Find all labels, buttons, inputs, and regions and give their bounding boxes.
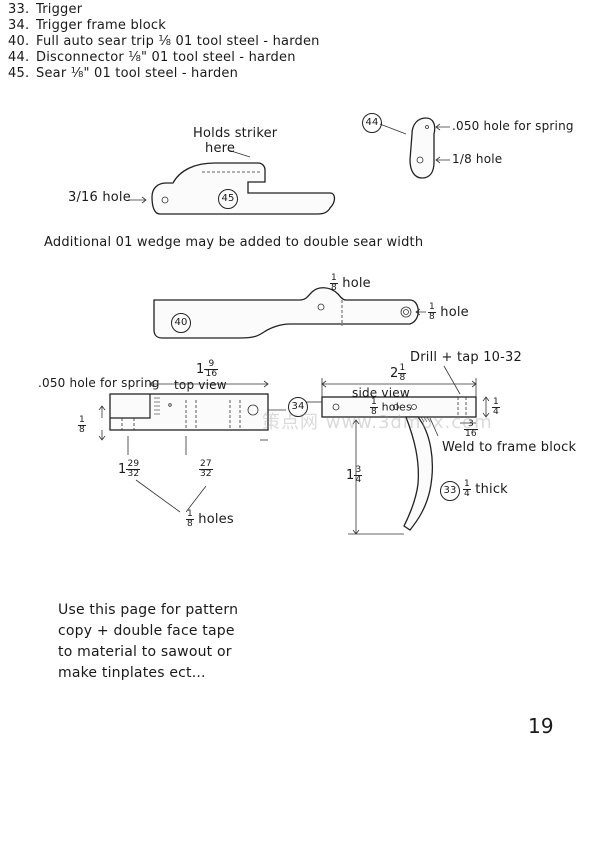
trigger-weld-hatch bbox=[417, 416, 431, 423]
disconnector-spring-arrow bbox=[435, 123, 450, 131]
drill-leader bbox=[443, 365, 461, 395]
parts-list-item: 44. Disconnector ⅛" 01 tool steel - harde… bbox=[8, 50, 320, 66]
parts-list-number: 44. bbox=[8, 50, 30, 65]
sear-outline bbox=[151, 162, 336, 215]
disconnector-part-number: 44 bbox=[362, 113, 382, 133]
trip-part-number: 40 bbox=[171, 313, 191, 333]
parts-list-text: Trigger bbox=[36, 2, 83, 17]
frame-block-step bbox=[110, 394, 151, 419]
trip-right-hole-label: hole bbox=[440, 305, 469, 320]
trigger-height-dim bbox=[482, 396, 490, 418]
parts-list-number: 33. bbox=[8, 2, 30, 17]
parts-list-number: 40. bbox=[8, 34, 30, 49]
trip-outline bbox=[153, 287, 419, 339]
trip-hole-arrow bbox=[415, 308, 426, 316]
frame-spring-label: .050 hole for spring bbox=[38, 376, 160, 390]
parts-list-number: 34. bbox=[8, 18, 30, 33]
parts-list-text: Trigger frame block bbox=[36, 18, 166, 33]
parts-list-text: Full auto sear trip ⅛ 01 tool steel - ha… bbox=[36, 34, 320, 49]
trigger-blade bbox=[403, 416, 433, 531]
trigger-part-number: 33 bbox=[440, 481, 460, 501]
trigger-drill-label: Drill + tap 10-32 bbox=[410, 350, 522, 365]
instruction-line: copy + double face tape bbox=[58, 623, 235, 639]
frame-part-number: 34 bbox=[288, 397, 308, 417]
sear-holds-label: Holds striker bbox=[193, 126, 278, 141]
disconnector-leader bbox=[379, 123, 407, 135]
sear-leader-line bbox=[227, 149, 251, 158]
instruction-line: to material to sawout or bbox=[58, 644, 232, 660]
trigger-weld-label: Weld to frame block bbox=[442, 440, 577, 455]
parts-list-text: Sear ⅛" 01 tool steel - harden bbox=[36, 66, 239, 81]
parts-list-item: 33. Trigger bbox=[8, 2, 320, 18]
disconnector-spring-hole bbox=[425, 125, 429, 129]
disconnector-outline bbox=[409, 117, 436, 179]
frame-holes-leaders bbox=[135, 479, 207, 513]
disconnector-hole-label: 1/8 hole bbox=[452, 152, 503, 166]
trip-top-hole-label: hole bbox=[342, 276, 371, 291]
watermark: 策点网 www.3dmox.com bbox=[262, 412, 493, 433]
parts-list-text: Disconnector ⅛" 01 tool steel - harden bbox=[36, 50, 296, 65]
weld-leader bbox=[429, 417, 439, 437]
disconnector-hole bbox=[416, 156, 424, 164]
sear-part-number: 45 bbox=[218, 189, 238, 209]
wedge-note: Additional 01 wedge may be added to doub… bbox=[44, 235, 424, 250]
instruction-line: make tinplates ect... bbox=[58, 665, 206, 681]
disconnector-hole-arrow bbox=[435, 156, 450, 164]
sear-hole-arrow bbox=[128, 196, 147, 204]
parts-list: 33. Trigger 34. Trigger frame block 40. Full … bbox=[8, 2, 320, 82]
frame-height-dim bbox=[98, 405, 106, 441]
frame-width-dim bbox=[149, 380, 269, 388]
sear-hole-label: 3/16 hole bbox=[68, 190, 131, 205]
frame-block-top-view bbox=[109, 393, 269, 431]
sear-hole bbox=[161, 196, 169, 204]
parts-list-number: 45. bbox=[8, 66, 30, 81]
sear-here-label: here bbox=[205, 141, 236, 156]
trigger-side-view-label: side view bbox=[352, 386, 410, 400]
trigger-side-view bbox=[321, 396, 477, 418]
parts-list-item: 45. Sear ⅛" 01 tool steel - harden bbox=[8, 66, 320, 82]
frame-top-view-label: top view bbox=[174, 378, 227, 392]
parts-list-item: 40. Full auto sear trip ⅛ 01 tool steel -… bbox=[8, 34, 320, 50]
page-number: 19 bbox=[528, 714, 554, 738]
instructions-note: Use this page for pattern copy + double f… bbox=[58, 600, 238, 684]
frame-block-hole bbox=[247, 404, 259, 416]
parts-list-item: 34. Trigger frame block bbox=[8, 18, 320, 34]
trip-top-hole bbox=[317, 303, 325, 311]
instruction-line: Use this page for pattern bbox=[58, 602, 239, 618]
trip-right-hole-outer bbox=[400, 306, 412, 318]
disconnector-spring-label: .050 hole for spring bbox=[452, 119, 574, 133]
trip-right-hole-inner bbox=[403, 309, 409, 315]
frame-block-hatch bbox=[154, 397, 160, 415]
